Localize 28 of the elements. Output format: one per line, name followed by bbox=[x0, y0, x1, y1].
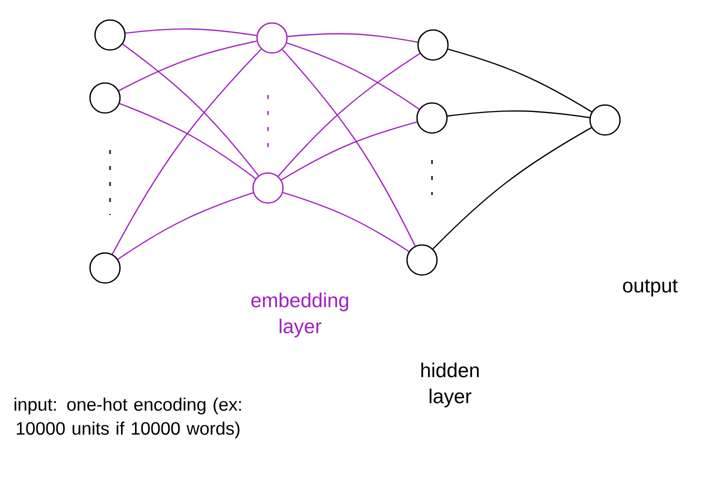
layer-label: hidden layer bbox=[421, 362, 479, 408]
connection-line bbox=[288, 33, 418, 43]
connection-line bbox=[448, 48, 592, 112]
layer-label: output bbox=[623, 279, 678, 297]
neuron-circle bbox=[417, 29, 449, 61]
connection-line bbox=[282, 49, 416, 246]
connection-line bbox=[125, 28, 257, 36]
neuron-circle bbox=[89, 252, 121, 284]
connection-line bbox=[432, 127, 592, 250]
neuron-circle bbox=[256, 22, 288, 54]
neuron-circle bbox=[406, 244, 438, 276]
connection-line bbox=[112, 48, 262, 254]
connection-line bbox=[119, 103, 256, 180]
connection-line bbox=[281, 122, 418, 180]
neuron-circle bbox=[252, 172, 284, 204]
connection-line bbox=[286, 42, 420, 110]
neuron-circle bbox=[94, 19, 126, 51]
connection-line bbox=[447, 110, 590, 118]
neuron-circle bbox=[416, 102, 448, 134]
connection-line bbox=[278, 53, 420, 177]
neuron-circle bbox=[89, 82, 121, 114]
layer-label: input: one-hot encoding (ex: 10000 units if 10000 words) bbox=[14, 398, 241, 438]
connection-line bbox=[118, 192, 254, 260]
layer-label: embedding layer bbox=[251, 292, 348, 338]
connection-line bbox=[122, 44, 259, 176]
connection-line bbox=[282, 192, 410, 252]
neuron-circle bbox=[589, 104, 621, 136]
connection-line bbox=[118, 40, 257, 92]
